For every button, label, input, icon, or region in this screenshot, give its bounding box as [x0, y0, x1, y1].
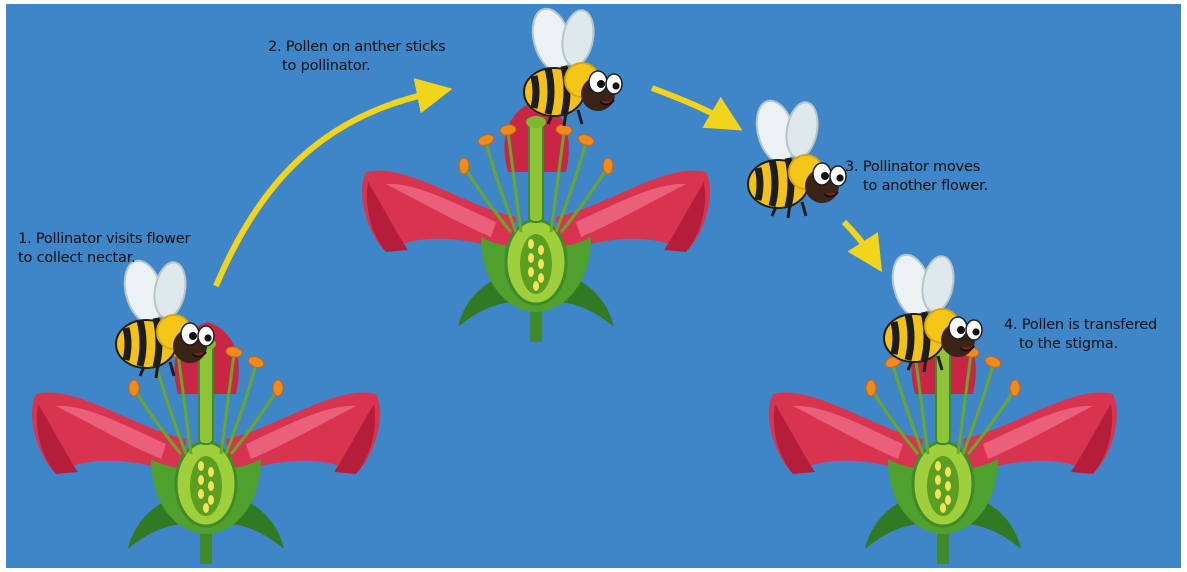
step-3-line-1: 3. Pollinator moves: [845, 158, 988, 177]
step-3-caption: 3. Pollinator moves to another flower.: [845, 158, 988, 196]
step-4-caption: 4. Pollen is transfered to the stigma.: [1004, 316, 1157, 354]
step-4-line-1: 4. Pollen is transfered: [1004, 316, 1157, 335]
step-2-line-2: to pollinator.: [268, 57, 445, 76]
step-1-caption: 1. Pollinator visits flower to collect n…: [18, 230, 190, 268]
arrow-step2-to-step3: [652, 88, 728, 122]
bee-4: [884, 250, 982, 372]
step-1-line-1: 1. Pollinator visits flower: [18, 230, 190, 249]
flower-2: [362, 100, 710, 342]
bee-1: [116, 256, 214, 378]
flower-3: [769, 322, 1117, 564]
bee-3: [748, 96, 846, 218]
step-2-caption: 2. Pollen on anther sticks to pollinator…: [268, 38, 445, 76]
step-2-line-1: 2. Pollen on anther sticks: [268, 38, 445, 57]
step-3-line-2: to another flower.: [845, 177, 988, 196]
bee-2: [524, 4, 622, 126]
diagram-canvas: 1. Pollinator visits flower to collect n…: [6, 4, 1181, 568]
arrow-step3-to-step4: [844, 222, 873, 258]
step-1-line-2: to collect nectar.: [18, 249, 190, 268]
step-4-line-2: to the stigma.: [1004, 335, 1157, 354]
flower-1: [32, 322, 380, 564]
